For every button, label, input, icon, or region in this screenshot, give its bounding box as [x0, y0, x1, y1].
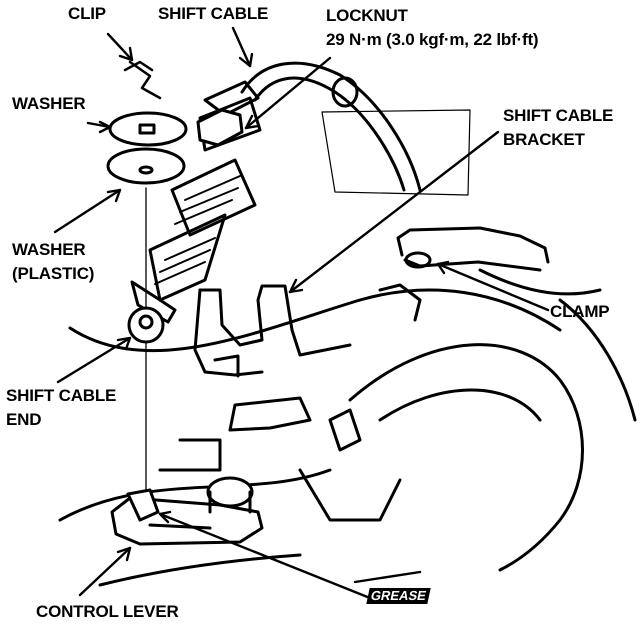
shift-cable-bracket-label-2: BRACKET	[503, 130, 585, 149]
locknut-label: LOCKNUT	[326, 6, 408, 25]
washer-plastic-label: WASHER	[12, 240, 86, 259]
shift-cable-end-label: SHIFT CABLE	[6, 386, 117, 405]
shift-cable	[130, 61, 422, 324]
grease-label: GREASE	[366, 588, 431, 604]
clamp-label: CLAMP	[550, 302, 610, 321]
control-lever	[110, 408, 402, 546]
locknut-torque-label: 29 N·m (3.0 kgf·m, 22 lbf·ft)	[326, 30, 539, 49]
clamp	[396, 226, 550, 272]
washer-label: WASHER	[12, 94, 86, 113]
shift-cable-end	[127, 187, 165, 496]
shift-cable-bracket	[178, 109, 471, 472]
shift-cable-end-label-2: END	[6, 410, 42, 429]
leader-lines	[53, 26, 550, 600]
control-lever-label: CONTROL LEVER	[36, 602, 179, 621]
clip-label: CLIP	[68, 4, 106, 23]
transmission-housing	[58, 268, 637, 587]
washer-parts	[106, 60, 188, 185]
shift-cable-label: SHIFT CABLE	[158, 4, 269, 23]
shift-cable-bracket-label: SHIFT CABLE	[503, 106, 614, 125]
locknut	[196, 108, 244, 147]
washer-plastic-label-2: (PLASTIC)	[12, 264, 95, 283]
